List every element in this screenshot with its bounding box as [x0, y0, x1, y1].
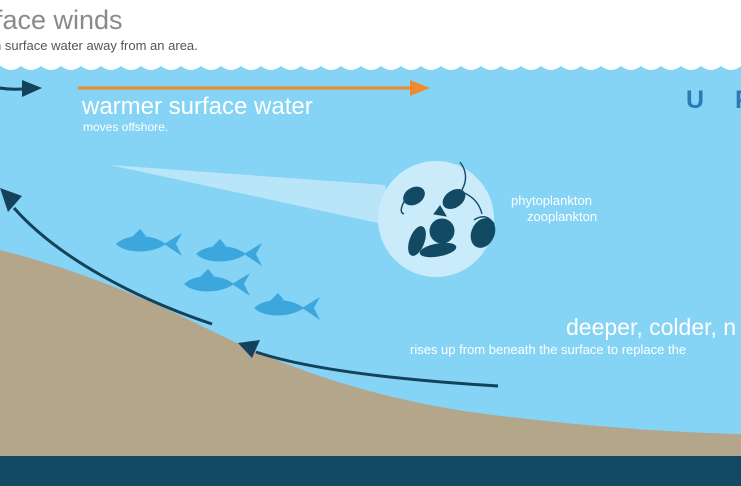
deep-water-subtitle: rises up from beneath the surface to rep… — [410, 342, 687, 357]
warm-water-subtitle: moves offshore. — [83, 120, 169, 134]
zooplankton-label: zooplankton — [527, 209, 598, 224]
light-beam — [110, 165, 392, 226]
warm-water-title: warmer surface water — [82, 93, 313, 120]
plankton-bubble — [378, 161, 494, 277]
fish-school — [116, 229, 320, 320]
arrow-up-left — [0, 188, 213, 326]
deep-water-title: deeper, colder, n — [566, 314, 737, 340]
plankton-icon — [400, 161, 496, 258]
fish — [116, 229, 182, 256]
fish — [196, 239, 262, 266]
cloud-band — [0, 0, 741, 70]
arrow-surface-top-left — [0, 80, 42, 97]
fish — [184, 269, 250, 296]
bottom-band — [0, 456, 741, 486]
arrow-deep-return — [238, 340, 499, 388]
arrow-orange-offshore — [78, 80, 430, 96]
upwelling-title: U P — [686, 86, 741, 114]
surface-winds-title: rface winds — [0, 5, 123, 35]
phytoplankton-label: phytoplankton — [511, 193, 592, 208]
seafloor — [0, 250, 741, 462]
surface-winds-subtitle: h surface water away from an area. — [0, 38, 198, 53]
fish — [254, 293, 320, 320]
